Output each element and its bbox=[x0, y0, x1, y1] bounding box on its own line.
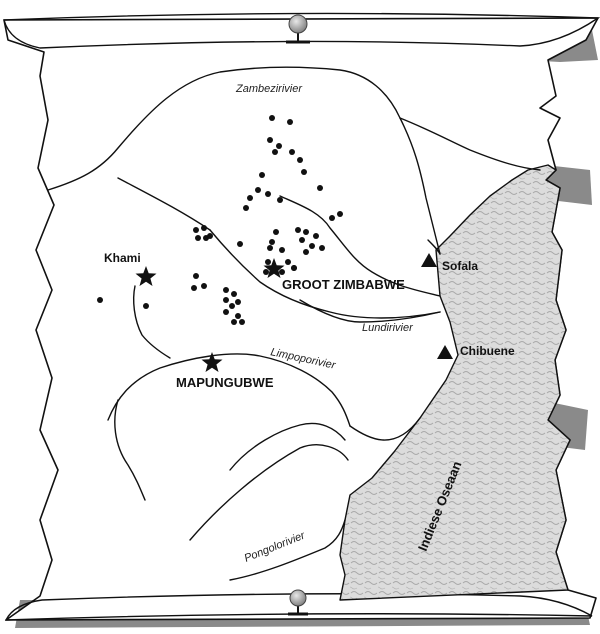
zambezi-tributary-east bbox=[399, 117, 541, 171]
dot-icon bbox=[237, 241, 243, 247]
dot-icon bbox=[263, 269, 269, 275]
dot-icon bbox=[287, 119, 293, 125]
dot-icon bbox=[223, 297, 229, 303]
dot-icon bbox=[303, 249, 309, 255]
dot-icon bbox=[291, 265, 297, 271]
river-south bbox=[189, 444, 349, 541]
dot-icon bbox=[223, 287, 229, 293]
dot-icon bbox=[319, 245, 325, 251]
dot-icon bbox=[265, 191, 271, 197]
dot-icon bbox=[276, 143, 282, 149]
limpopo-river bbox=[107, 353, 351, 427]
dot-icon bbox=[255, 187, 261, 193]
dot-icon bbox=[297, 157, 303, 163]
dot-icon bbox=[247, 195, 253, 201]
top-scroll-roll bbox=[3, 12, 600, 49]
pushpin-icon-top bbox=[286, 14, 310, 44]
zambezi-river bbox=[47, 66, 441, 255]
limpopo-lower bbox=[349, 417, 421, 441]
trading-post-markers bbox=[421, 253, 453, 359]
dot-icon bbox=[239, 319, 245, 325]
dot-icon bbox=[285, 259, 291, 265]
lundi-river bbox=[299, 299, 441, 323]
dot-icon bbox=[289, 149, 295, 155]
dot-icon bbox=[277, 197, 283, 203]
dot-icon bbox=[317, 185, 323, 191]
zambezi-tributary-2 bbox=[427, 239, 441, 255]
dot-icon bbox=[229, 303, 235, 309]
dot-icon bbox=[195, 235, 201, 241]
dot-icon bbox=[301, 169, 307, 175]
dot-icon bbox=[201, 225, 207, 231]
dot-icon bbox=[265, 259, 271, 265]
dot-icon bbox=[295, 227, 301, 233]
river-north-central bbox=[279, 195, 441, 297]
lundi-label: Lundirivier bbox=[362, 322, 414, 334]
capital-markers bbox=[135, 258, 285, 372]
dot-icon bbox=[97, 297, 103, 303]
triangle-icon-chibuene bbox=[437, 345, 453, 359]
khami-river bbox=[133, 285, 171, 359]
star-icon-mapungubwe bbox=[201, 352, 223, 372]
river-central bbox=[209, 229, 441, 319]
river-mid-south bbox=[229, 422, 346, 471]
dot-icon bbox=[279, 269, 285, 275]
khami-label: Khami bbox=[104, 251, 141, 265]
star-icon-khami bbox=[135, 266, 157, 286]
mapungubwe-label: MAPUNGUBWE bbox=[176, 375, 274, 390]
bottom-scroll-roll bbox=[4, 593, 593, 621]
dot-icon bbox=[272, 149, 278, 155]
dot-icon bbox=[329, 215, 335, 221]
dot-icon bbox=[201, 283, 207, 289]
dot-icon bbox=[231, 291, 237, 297]
settlement-dots bbox=[97, 115, 343, 325]
dot-icon bbox=[303, 229, 309, 235]
triangle-icon-sofala bbox=[421, 253, 437, 267]
dot-icon bbox=[193, 273, 199, 279]
dot-icon bbox=[193, 227, 199, 233]
dot-icon bbox=[309, 243, 315, 249]
dot-icon bbox=[207, 233, 213, 239]
dot-icon bbox=[191, 285, 197, 291]
dot-icon bbox=[143, 303, 149, 309]
dot-icon bbox=[267, 245, 273, 251]
dot-icon bbox=[243, 205, 249, 211]
pongolo-river bbox=[229, 519, 346, 581]
dot-icon bbox=[267, 137, 273, 143]
dot-icon bbox=[223, 309, 229, 315]
zambezi-tributary bbox=[117, 177, 211, 231]
dot-icon bbox=[269, 239, 275, 245]
river-sw bbox=[114, 399, 146, 501]
dot-icon bbox=[279, 247, 285, 253]
dot-icon bbox=[299, 237, 305, 243]
dot-icon bbox=[235, 299, 241, 305]
dot-icon bbox=[231, 319, 237, 325]
dot-icon bbox=[273, 229, 279, 235]
sofala-label: Sofala bbox=[442, 259, 478, 273]
dot-icon bbox=[259, 172, 265, 178]
indian-ocean-area bbox=[339, 164, 571, 601]
dot-icon bbox=[337, 211, 343, 217]
rivers bbox=[47, 66, 541, 581]
dot-icon bbox=[235, 313, 241, 319]
dot-icon bbox=[269, 115, 275, 121]
zambezi-label: Zambezirivier bbox=[235, 83, 303, 95]
groot-zimbabwe-label: GROOT ZIMBABWE bbox=[282, 277, 405, 292]
star-icon-groot-zimbabwe bbox=[263, 258, 285, 278]
chibuene-label: Chibuene bbox=[460, 344, 515, 358]
dot-icon bbox=[313, 233, 319, 239]
pushpin-icon-bottom bbox=[288, 589, 308, 616]
